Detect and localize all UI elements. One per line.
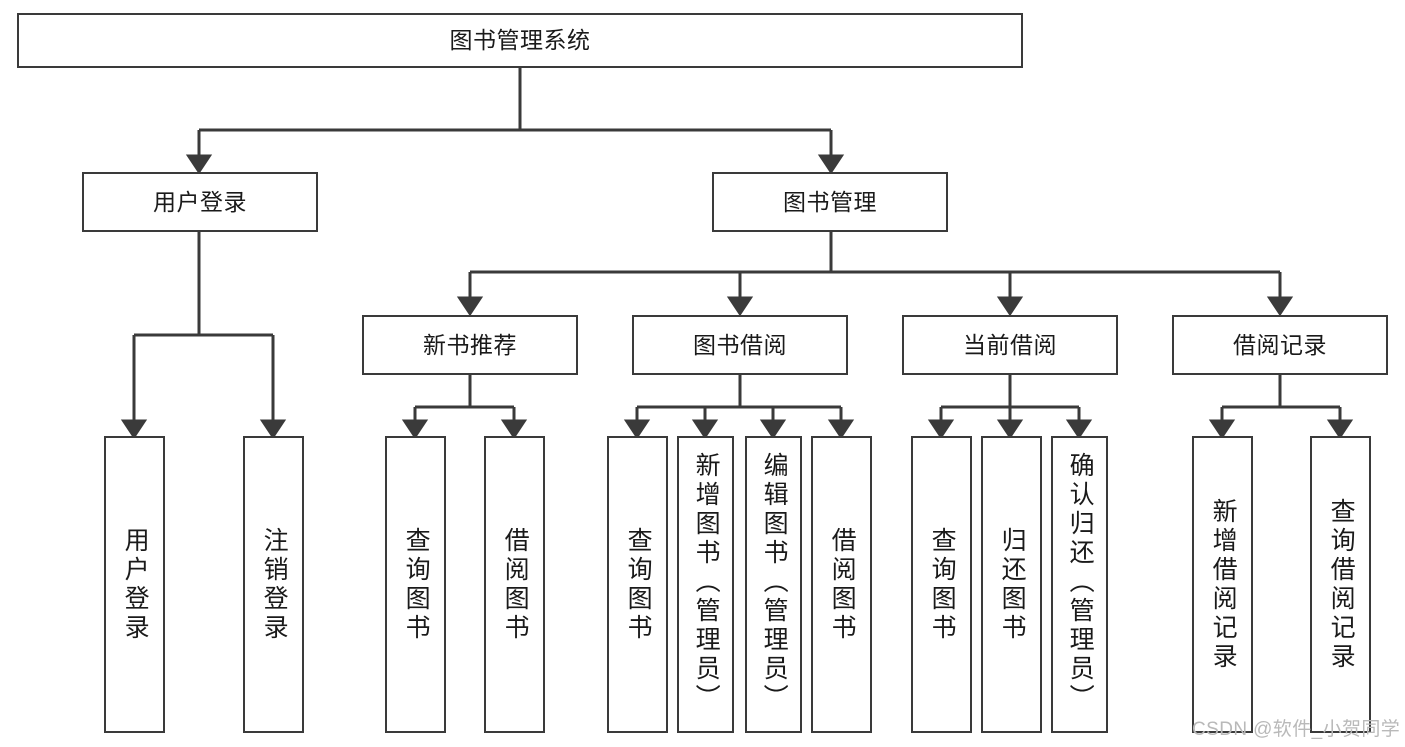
node-leaf-confirm-return-label: 确认归还（管理员） [1066, 452, 1095, 713]
node-leaf-query-book-2[interactable]: 查询图书 [607, 436, 668, 733]
node-leaf-borrow-book-1-label: 借阅图书 [501, 526, 530, 643]
node-leaf-query-book-1[interactable]: 查询图书 [385, 436, 446, 733]
node-leaf-return-book[interactable]: 归还图书 [981, 436, 1042, 733]
node-root-label: 图书管理系统 [449, 27, 591, 54]
node-leaf-add-book-label: 新增图书（管理员） [692, 452, 721, 713]
node-leaf-user-login-label: 用户登录 [121, 526, 150, 643]
node-leaf-query-book-3-label: 查询图书 [928, 526, 957, 643]
node-leaf-add-record[interactable]: 新增借阅记录 [1192, 436, 1253, 733]
node-root[interactable]: 图书管理系统 [17, 13, 1023, 68]
node-leaf-logout-label: 注销登录 [260, 526, 289, 643]
node-leaf-query-record[interactable]: 查询借阅记录 [1310, 436, 1371, 733]
node-leaf-query-book-3[interactable]: 查询图书 [911, 436, 972, 733]
node-user-login[interactable]: 用户登录 [82, 172, 318, 232]
node-borrow-record[interactable]: 借阅记录 [1172, 315, 1388, 375]
node-leaf-borrow-book-2[interactable]: 借阅图书 [811, 436, 872, 733]
node-book-manage-label: 图书管理 [783, 188, 877, 215]
node-leaf-edit-book[interactable]: 编辑图书（管理员） [745, 436, 802, 733]
node-user-login-label: 用户登录 [153, 188, 247, 215]
node-leaf-return-book-label: 归还图书 [998, 526, 1027, 643]
node-leaf-user-login[interactable]: 用户登录 [104, 436, 165, 733]
node-leaf-add-record-label: 新增借阅记录 [1209, 497, 1238, 672]
node-current-borrow-label: 当前借阅 [963, 331, 1057, 358]
node-leaf-query-record-label: 查询借阅记录 [1327, 497, 1356, 672]
node-leaf-borrow-book-1[interactable]: 借阅图书 [484, 436, 545, 733]
node-leaf-edit-book-label: 编辑图书（管理员） [760, 452, 789, 713]
node-new-book-rec[interactable]: 新书推荐 [362, 315, 578, 375]
node-leaf-add-book[interactable]: 新增图书（管理员） [677, 436, 734, 733]
node-leaf-logout[interactable]: 注销登录 [243, 436, 304, 733]
node-leaf-confirm-return[interactable]: 确认归还（管理员） [1051, 436, 1108, 733]
node-book-borrow-label: 图书借阅 [693, 331, 787, 358]
node-leaf-borrow-book-2-label: 借阅图书 [828, 526, 857, 643]
csdn-watermark: CSDN @软件_小贺同学 [1192, 719, 1401, 740]
node-leaf-query-book-1-label: 查询图书 [402, 526, 431, 643]
node-book-manage[interactable]: 图书管理 [712, 172, 948, 232]
node-borrow-record-label: 借阅记录 [1233, 331, 1327, 358]
node-current-borrow[interactable]: 当前借阅 [902, 315, 1118, 375]
node-book-borrow[interactable]: 图书借阅 [632, 315, 848, 375]
node-new-book-rec-label: 新书推荐 [423, 331, 517, 358]
node-leaf-query-book-2-label: 查询图书 [624, 526, 653, 643]
